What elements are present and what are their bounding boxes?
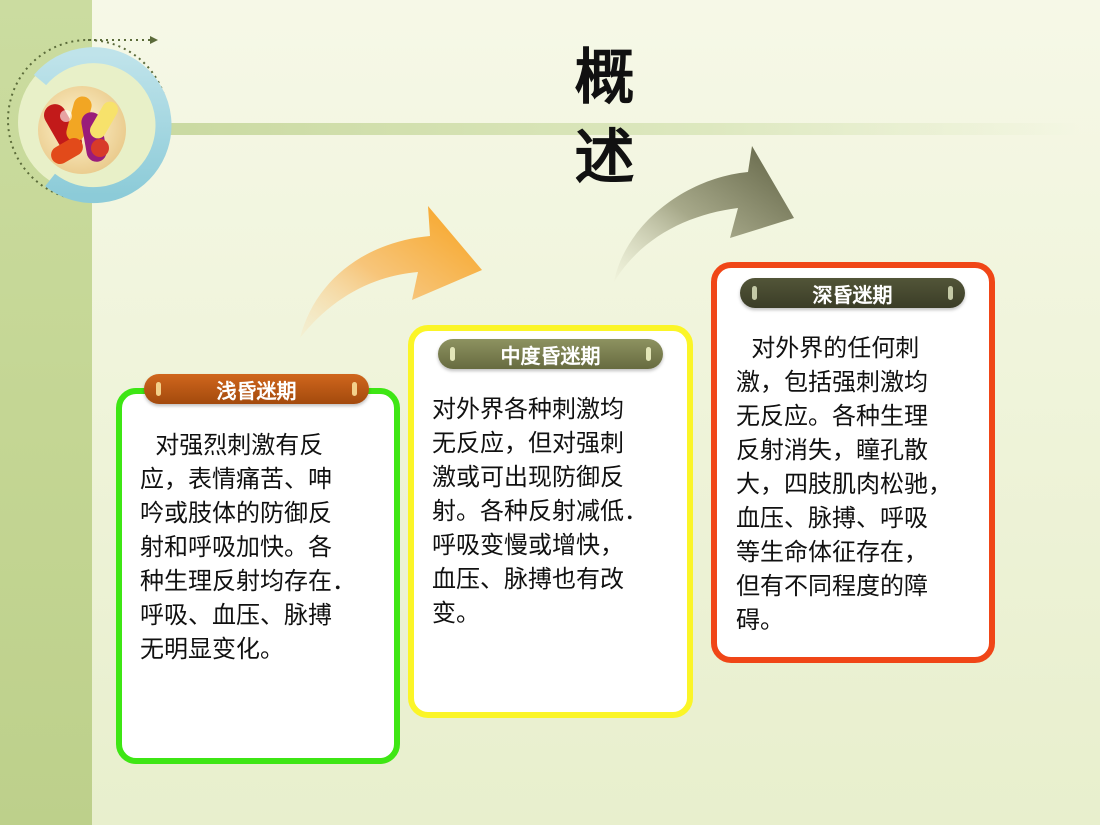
curved-arrow-icon <box>614 146 794 282</box>
stage-name: 深昏迷期 <box>812 282 893 307</box>
stage-description: 对外界各种刺激均 无反应，但对强刺 激或可出现防御反 射。各种反射减低． 呼吸变… <box>432 395 648 627</box>
stage-name: 浅昏迷期 <box>216 378 297 403</box>
pill-dot <box>156 382 161 396</box>
pills-logo-icon <box>7 36 172 204</box>
pill-dot <box>646 347 651 361</box>
stage-card-moderate-coma <box>408 325 693 718</box>
stage-label-light-coma: 浅昏迷期 <box>144 374 369 404</box>
stage-description: 对外界的任何刺 激，包括强刺激均 无反应。各种生理 反射消失，瞳孔散 大，四肢肌… <box>736 334 952 634</box>
pill-dot <box>948 286 953 300</box>
pill-dot <box>352 382 357 396</box>
stage-card-deep-coma <box>711 262 995 663</box>
title-underline <box>150 123 1080 135</box>
stage-name: 中度昏迷期 <box>500 343 601 368</box>
stage-description: 对强烈刺激有反 应，表情痛苦、呻 吟或肢体的防御反 射和呼吸加快。各 种生理反射… <box>140 431 356 663</box>
pill-dot <box>450 347 455 361</box>
slide-title: 概 述 <box>574 43 737 193</box>
pill-dot <box>752 286 757 300</box>
curved-arrow-icon <box>300 206 482 338</box>
stage-label-deep-coma: 深昏迷期 <box>740 278 965 308</box>
stage-card-light-coma <box>116 388 400 764</box>
stage-label-moderate-coma: 中度昏迷期 <box>438 339 663 369</box>
